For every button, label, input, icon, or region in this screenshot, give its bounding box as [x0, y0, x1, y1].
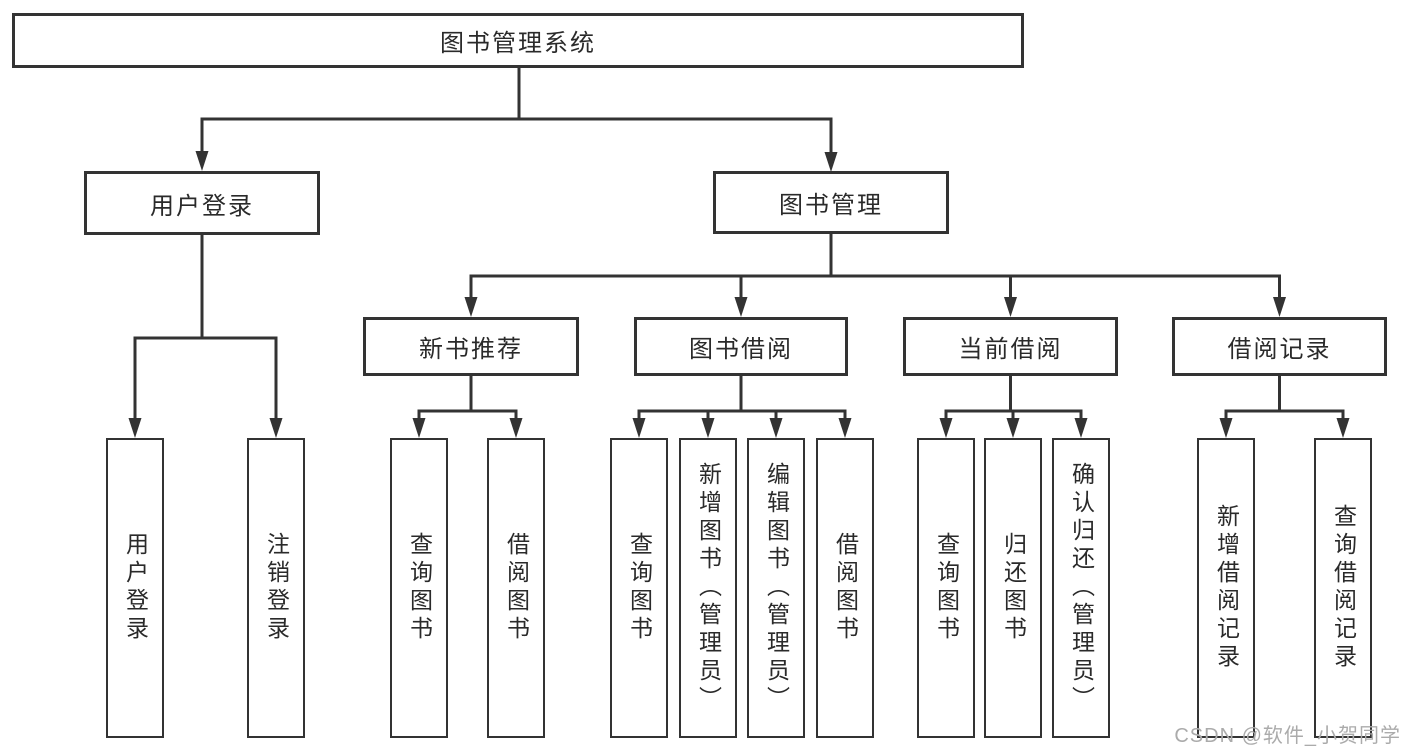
leaf-label: 归还图书 — [1000, 532, 1027, 644]
leaf-label: 新增借阅记录 — [1213, 504, 1240, 672]
node-label: 图书管理 — [779, 192, 883, 219]
node-book-management: 图书管理 — [713, 171, 949, 234]
leaf-borrow-books: 借阅图书 — [487, 438, 545, 738]
leaf-label: 查询图书 — [933, 532, 960, 644]
leaf-query-borrow-record: 查询借阅记录 — [1314, 438, 1372, 738]
leaf-label: 查询图书 — [406, 532, 433, 644]
leaf-add-book-admin: 新增图书（管理员） — [679, 438, 737, 738]
leaf-add-borrow-record: 新增借阅记录 — [1197, 438, 1255, 738]
leaf-query-books-2: 查询图书 — [610, 438, 668, 738]
csdn-watermark: CSDN @软件_小贺同学 — [1174, 725, 1401, 747]
leaf-query-books: 查询图书 — [390, 438, 448, 738]
leaf-return-books: 归还图书 — [984, 438, 1042, 738]
leaf-user-login: 用户登录 — [106, 438, 164, 738]
node-book-borrowing: 图书借阅 — [634, 317, 848, 376]
leaf-label: 查询借阅记录 — [1330, 504, 1357, 672]
node-current-borrowing: 当前借阅 — [903, 317, 1118, 376]
leaf-label: 用户登录 — [122, 532, 149, 644]
node-library-management-system: 图书管理系统 — [12, 13, 1024, 68]
node-label: 新书推荐 — [419, 336, 523, 363]
leaf-label: 借阅图书 — [503, 532, 530, 644]
leaf-label: 借阅图书 — [832, 532, 859, 644]
leaf-label: 编辑图书（管理员） — [763, 462, 790, 714]
leaf-logout: 注销登录 — [247, 438, 305, 738]
leaf-label: 查询图书 — [626, 532, 653, 644]
node-label: 当前借阅 — [958, 336, 1063, 363]
leaf-label: 新增图书（管理员） — [695, 462, 722, 714]
node-label: 借阅记录 — [1227, 336, 1332, 363]
node-label: 图书借阅 — [689, 336, 793, 363]
leaf-edit-book-admin: 编辑图书（管理员） — [747, 438, 805, 738]
leaf-confirm-return-admin: 确认归还（管理员） — [1052, 438, 1110, 738]
leaf-label: 注销登录 — [263, 532, 290, 644]
node-user-login: 用户登录 — [84, 171, 320, 235]
node-label: 用户登录 — [150, 192, 254, 220]
leaf-label: 确认归还（管理员） — [1068, 462, 1095, 714]
leaf-query-books-3: 查询图书 — [917, 438, 975, 738]
leaf-borrow-books-2: 借阅图书 — [816, 438, 874, 738]
node-borrowing-records: 借阅记录 — [1172, 317, 1387, 376]
node-new-book-recommendation: 新书推荐 — [363, 317, 579, 376]
node-label: 图书管理系统 — [440, 30, 596, 57]
